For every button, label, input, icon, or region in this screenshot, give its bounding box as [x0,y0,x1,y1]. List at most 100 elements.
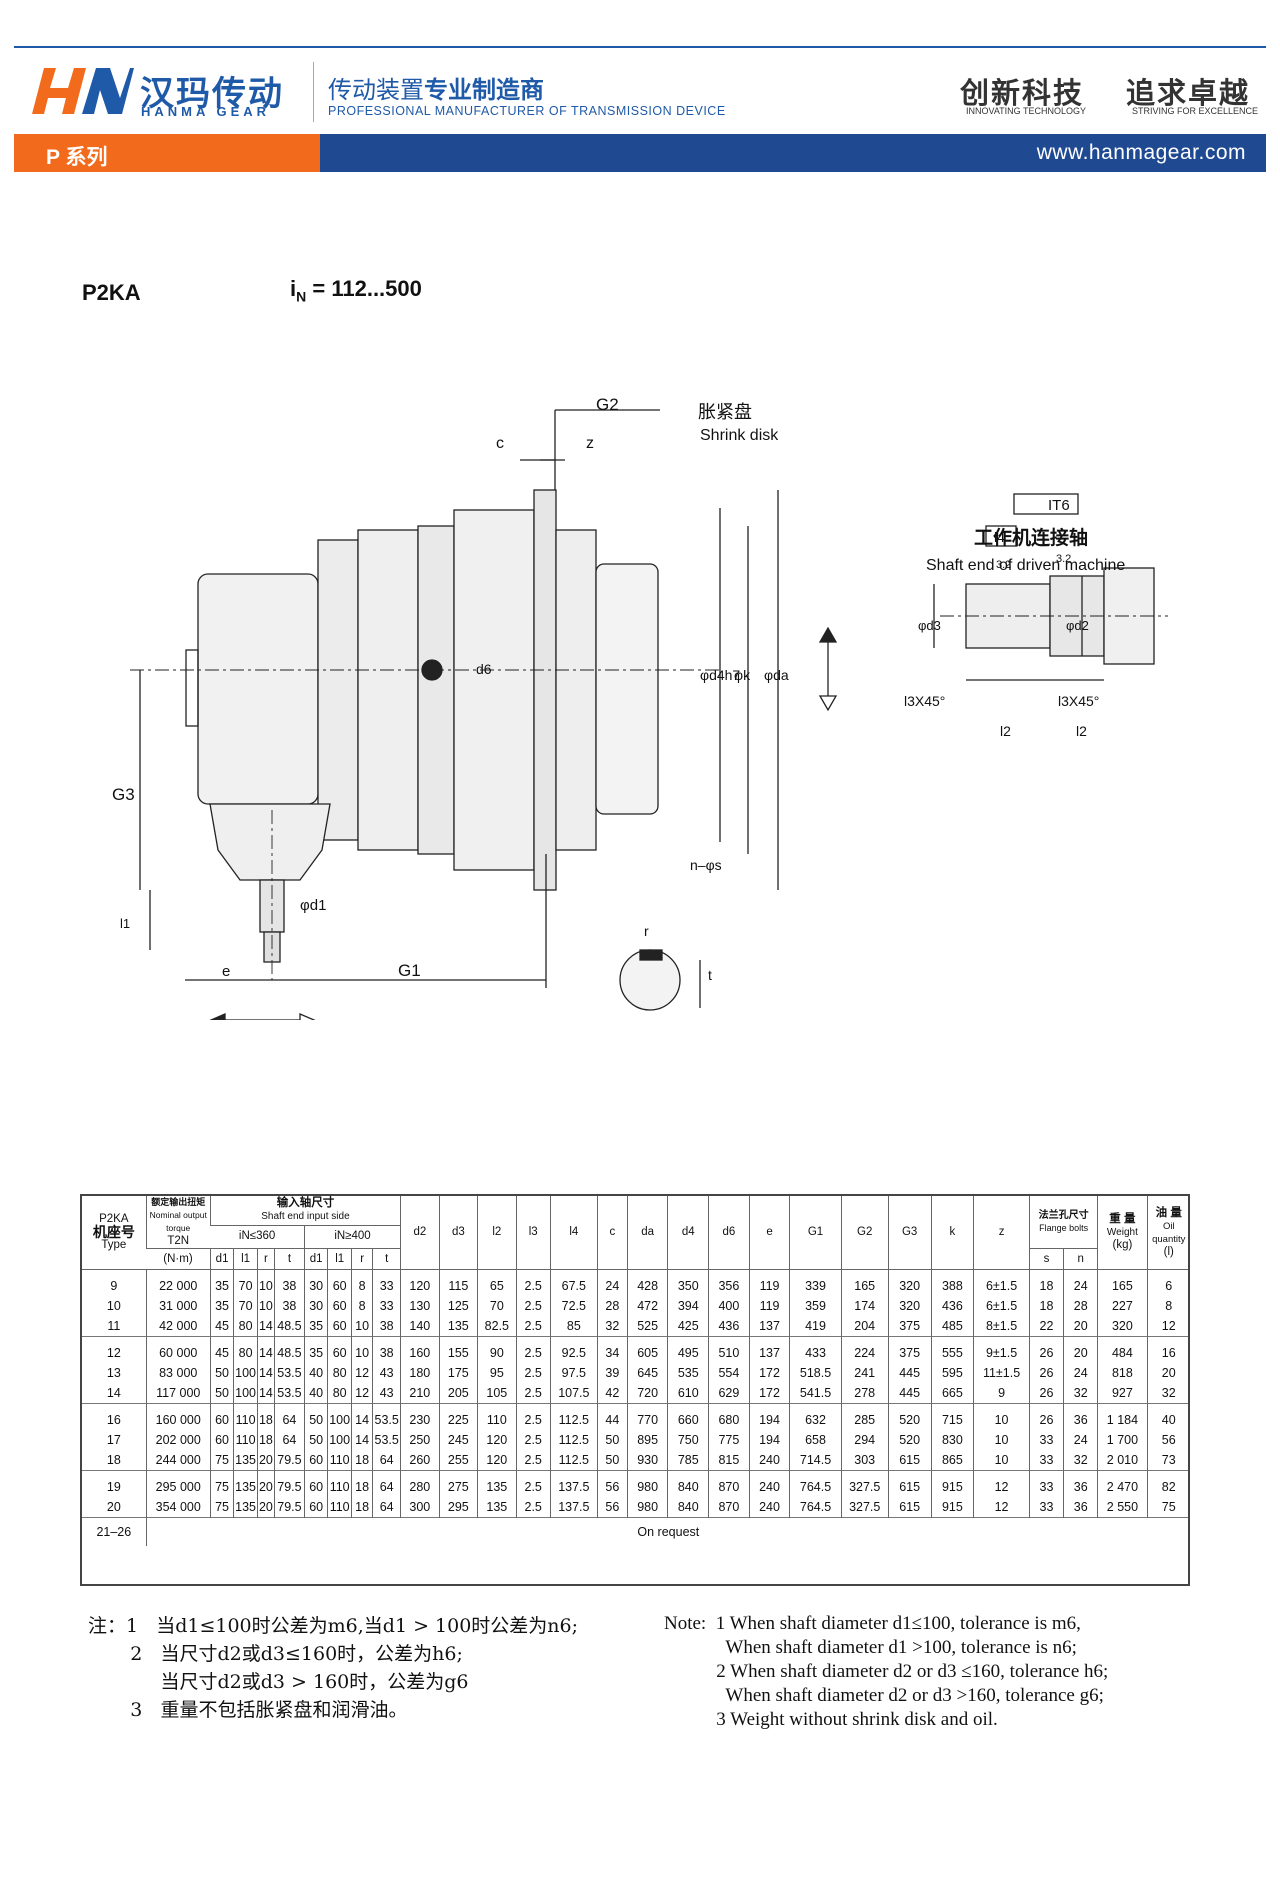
notes-cn: 注：1 当d1≤100时公差为m6,当d1 > 100时公差为n6; 2 当尺寸… [88,1612,578,1724]
table-cell: 110 [327,1450,352,1471]
table-cell: 70 [233,1269,258,1296]
table-cell: 137 [748,1336,790,1363]
table-cell: 135 [477,1470,517,1497]
table-cell: 714.5 [789,1450,842,1471]
table-cell: 110 [327,1497,352,1518]
table-cell: 33 [1028,1450,1064,1471]
table-cell: 60 [209,1430,234,1450]
table-cell: 400 [708,1296,750,1316]
table-cell: 53.5 [273,1383,305,1404]
table-cell: 615 [887,1450,931,1471]
table-cell: 50 [596,1450,628,1471]
table-cell: 80 [327,1383,352,1404]
header-z: z [973,1196,1030,1270]
table-cell: 20 [1063,1336,1098,1363]
table-cell: 665 [930,1383,974,1404]
notes-en: Note: 1 When shaft diameter d1≤100, tole… [664,1612,1108,1732]
table-cell: 165 [840,1269,889,1296]
table-cell: 436 [930,1296,974,1316]
table-cell: 85 [549,1316,598,1337]
table-cell: 525 [626,1316,668,1337]
table-cell: 870 [708,1497,750,1518]
table-cell: 895 [626,1430,668,1450]
table-cell: 785 [667,1450,709,1471]
table-cell: 18 [1028,1269,1064,1296]
table-cell: 64 [273,1430,305,1450]
header-da: da [626,1196,668,1270]
table-cell: 83 000 [145,1363,211,1383]
table-cell: 865 [930,1450,974,1471]
table-cell: 16 [82,1403,147,1430]
tolerance-it6-label: IT6 [1048,497,1070,514]
table-cell: 40 [1146,1403,1190,1430]
table-cell: 2.5 [515,1336,551,1363]
table-cell: 20 [256,1497,275,1518]
tagline-cn: 传动装置专业制造商 [328,77,544,104]
table-cell: 2.5 [515,1450,551,1471]
table-cell: 715 [930,1403,974,1430]
table-cell: 53.5 [372,1430,401,1450]
table-cell: 135 [477,1497,517,1518]
table-cell: 20 [256,1470,275,1497]
table-cell: 48.5 [273,1316,305,1337]
table-cell: 11 [107,1319,121,1333]
dim-c-label: c [496,435,504,452]
table-cell: 11±1.5 [973,1363,1030,1383]
table-cell: 10 [106,1299,121,1313]
table-cell: 53.5 [372,1403,401,1430]
table-cell: 135 [233,1450,258,1471]
table-cell: 2 010 [1097,1450,1147,1471]
table-cell: 120 [477,1450,517,1471]
table-cell: 12 [973,1470,1030,1497]
table-cell: 485 [930,1316,974,1337]
table-cell: 436 [708,1316,750,1337]
table-cell: 33 [1028,1497,1064,1518]
table-cell: 24 [1063,1430,1098,1450]
table-cell: 660 [667,1403,709,1430]
table-cell: 227 [1097,1296,1147,1316]
table-cell: 472 [626,1296,668,1316]
table-cell: 12 [82,1336,147,1363]
table-cell: 9 [973,1383,1030,1404]
header-divider [313,62,314,122]
driven-shaft-title-cn: 工作机连接轴 [974,526,1088,549]
table-cell: 80 [327,1363,352,1383]
series-label: P 系列 [46,146,108,169]
table-cell: On request [145,1517,1190,1546]
table-cell: 14 [256,1363,275,1383]
table-cell: 36 [1063,1470,1098,1497]
table-cell: 1 700 [1097,1430,1147,1450]
dim-da-label: φda [764,667,789,683]
table-cell: 840 [667,1470,709,1497]
table-cell: 554 [708,1363,750,1383]
table-cell: 155 [438,1336,478,1363]
table-cell: 339 [789,1269,842,1296]
table-cell: 110 [477,1403,517,1430]
table-cell: 224 [840,1336,889,1363]
brand-name-en: HANMA GEAR [141,104,271,119]
table-cell: 194 [748,1403,790,1430]
table-cell: 172 [748,1363,790,1383]
table-cell: 35 [303,1336,328,1363]
table-cell: 92.5 [549,1336,598,1363]
table-cell: 20 [106,1500,121,1514]
table-cell: 680 [708,1403,750,1430]
table-cell: 45 [209,1336,234,1363]
table-cell: 18 [350,1450,373,1471]
header-sub-l1: l1 [233,1248,258,1270]
website-link[interactable]: www.hanmagear.com [1036,141,1246,164]
table-cell: 10 [350,1316,373,1337]
table-cell: 354 000 [145,1497,211,1518]
table-cell: 2.5 [515,1383,551,1404]
table-cell: 43 [372,1363,401,1383]
table-cell: 240 [748,1470,790,1497]
table-cell: 35 [209,1269,234,1296]
table-cell: 930 [626,1450,668,1471]
table-cell: 30 [303,1269,328,1296]
table-cell: 518.5 [789,1363,842,1383]
shrink-disk-label-en: Shrink disk [700,427,779,444]
table-cell: 2.5 [515,1296,551,1316]
header-d3: d3 [438,1196,478,1270]
